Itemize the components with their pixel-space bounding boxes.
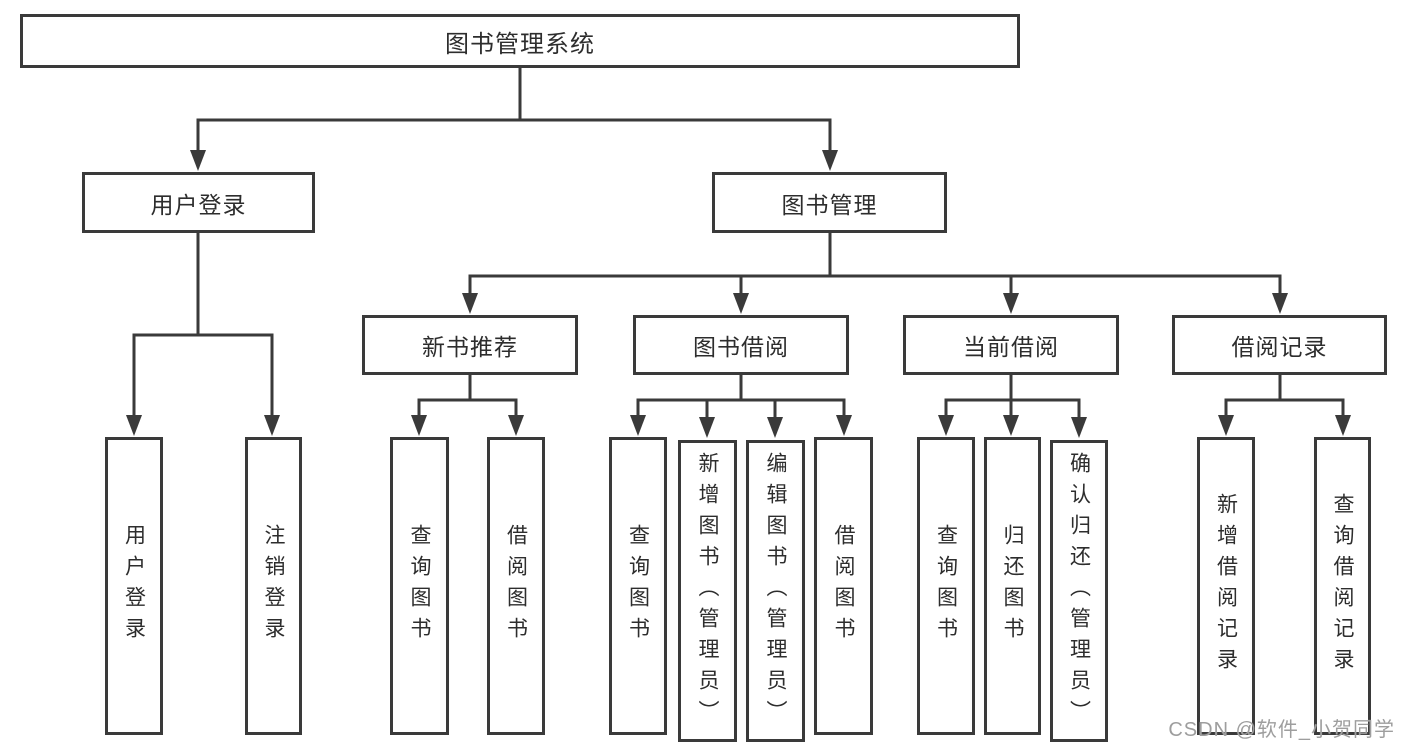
leaf-edit-books-admin: 编辑图书（管理员） (746, 440, 805, 742)
leaf-query-books-borrowing: 查询图书 (609, 437, 667, 735)
node-label: 图书管理 (781, 191, 878, 218)
node-label: 借阅图书 (504, 524, 528, 648)
node-user-login: 用户登录 (82, 172, 315, 233)
leaf-borrow-books-recommend: 借阅图书 (487, 437, 545, 735)
node-label: 借阅记录 (1231, 334, 1328, 360)
node-label: 查询图书 (934, 524, 958, 648)
node-label: 归还图书 (1001, 524, 1024, 648)
leaf-user-login: 用户登录 (105, 437, 163, 735)
node-label: 用户登录 (122, 524, 146, 648)
node-book-management: 图书管理 (712, 172, 947, 233)
leaf-query-books-recommend: 查询图书 (390, 437, 449, 735)
leaf-borrow-books-borrowing: 借阅图书 (814, 437, 873, 735)
leaf-logout: 注销登录 (245, 437, 302, 735)
node-label: 注销登录 (262, 524, 285, 648)
node-label: 借阅图书 (832, 524, 855, 648)
node-label: 确认归还（管理员） (1067, 451, 1091, 731)
node-label: 当前借阅 (963, 334, 1059, 360)
node-label: 新增借阅记录 (1214, 493, 1238, 679)
node-new-book-recommend: 新书推荐 (362, 315, 578, 375)
node-label: 新增图书（管理员） (696, 451, 719, 731)
node-label: 编辑图书（管理员） (764, 451, 787, 731)
node-label: 查询图书 (408, 524, 431, 648)
node-label: 查询借阅记录 (1331, 493, 1354, 679)
node-label: 用户登录 (150, 191, 247, 218)
node-current-borrowing: 当前借阅 (903, 315, 1119, 375)
node-label: 图书借阅 (693, 334, 789, 360)
leaf-add-books-admin: 新增图书（管理员） (678, 440, 737, 742)
node-label: 查询图书 (626, 524, 650, 648)
node-book-management-system: 图书管理系统 (20, 14, 1020, 68)
node-label: 新书推荐 (422, 334, 518, 360)
watermark: CSDN @软件_小贺同学 (1168, 719, 1395, 741)
node-book-borrowing: 图书借阅 (633, 315, 849, 375)
leaf-query-books-current: 查询图书 (917, 437, 975, 735)
leaf-add-borrow-record: 新增借阅记录 (1197, 437, 1255, 735)
node-borrowing-records: 借阅记录 (1172, 315, 1387, 375)
leaf-return-books: 归还图书 (984, 437, 1041, 735)
node-label: 图书管理系统 (445, 30, 595, 58)
leaf-query-borrow-record: 查询借阅记录 (1314, 437, 1371, 735)
leaf-confirm-return-admin: 确认归还（管理员） (1050, 440, 1108, 742)
